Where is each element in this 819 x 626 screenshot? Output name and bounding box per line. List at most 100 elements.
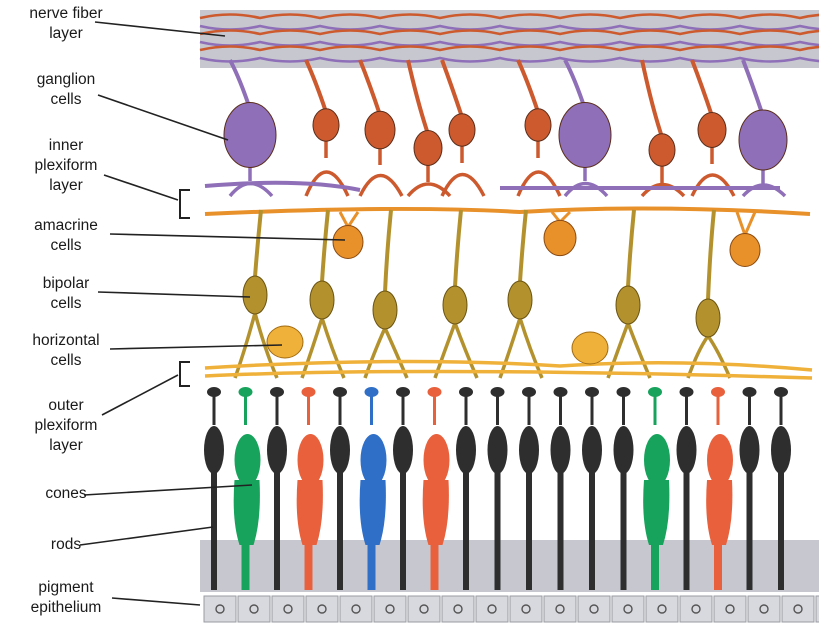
ganglion-soma: [525, 109, 551, 142]
bipolar-cells: [235, 210, 730, 378]
bipolar-soma: [443, 286, 467, 324]
label-inner-plexiform-layer: inner plexiform layer: [12, 136, 120, 196]
bipolar-axon: [255, 210, 261, 277]
inner-plexiform-bracket: [180, 190, 190, 218]
label-ganglion-cells: ganglion cells: [12, 70, 120, 110]
ganglion-dendrite: [360, 145, 402, 196]
bipolar-soma: [243, 276, 267, 314]
outer-plexiform-bracket: [180, 362, 190, 386]
rod-outer-segment: [589, 470, 595, 590]
horizontal-soma: [572, 332, 608, 364]
cone-cell-body: [235, 434, 261, 486]
cone-cell-body: [644, 434, 670, 486]
label-text: cells: [12, 90, 120, 110]
rod-outer-segment: [747, 470, 753, 590]
pigment-cell: [238, 596, 270, 622]
cone-outer-segment: [305, 545, 313, 590]
photoreceptor-terminal: [711, 387, 725, 397]
pigment-cell: [612, 596, 644, 622]
bipolar-axon: [322, 210, 328, 282]
leader-amacrine: [110, 234, 345, 240]
leader-pigment: [112, 598, 200, 605]
amacrine-soma: [333, 226, 363, 259]
bipolar-axon: [628, 210, 634, 287]
ganglion-axon: [360, 60, 380, 115]
photoreceptor-terminal: [459, 387, 473, 397]
rod-cell-body: [456, 426, 476, 474]
label-text: ganglion: [37, 71, 96, 88]
photoreceptor-terminal: [428, 387, 442, 397]
cone-inner-segment: [297, 480, 323, 545]
label-text: outer: [48, 397, 83, 414]
ganglion-soma: [559, 103, 611, 168]
photoreceptor-terminal: [491, 387, 505, 397]
photoreceptor-terminal: [207, 387, 221, 397]
photoreceptor-terminal: [680, 387, 694, 397]
bipolar-axon: [455, 210, 461, 287]
leader-horizontal: [110, 345, 282, 349]
cone-inner-segment: [643, 480, 669, 545]
ganglion-axon: [442, 60, 462, 117]
cone-outer-segment: [714, 545, 722, 590]
label-cones: cones: [12, 484, 120, 504]
bipolar-axon: [708, 210, 714, 300]
ganglion-soma: [224, 103, 276, 168]
horizontal-process: [205, 361, 812, 378]
rod-cell-body: [393, 426, 413, 474]
label-text: layer: [12, 24, 120, 44]
cone-cell-body: [424, 434, 450, 486]
ganglion-soma: [365, 111, 395, 149]
amacrine-soma: [544, 220, 576, 255]
rod-outer-segment: [495, 470, 501, 590]
photoreceptor-terminal: [522, 387, 536, 397]
bipolar-dendrite: [302, 318, 344, 378]
label-text: inner: [49, 137, 83, 154]
cone-inner-segment: [423, 480, 449, 545]
rod-outer-segment: [274, 470, 280, 590]
pigment-cell: [306, 596, 338, 622]
bipolar-soma: [373, 291, 397, 329]
rod-cell-body: [267, 426, 287, 474]
rod-cell-body: [204, 426, 224, 474]
pigment-cell: [408, 596, 440, 622]
ganglion-soma: [313, 109, 339, 142]
ganglion-dendrite: [642, 163, 684, 196]
bipolar-dendrite: [688, 336, 730, 378]
rod-cell-body: [771, 426, 791, 474]
bipolar-axon: [520, 210, 526, 282]
pigment-cell: [476, 596, 508, 622]
pigment-cell: [646, 596, 678, 622]
pigment-cell: [374, 596, 406, 622]
amacrine-soma: [730, 234, 760, 267]
cone-inner-segment: [234, 480, 260, 545]
cone-cell-body: [298, 434, 324, 486]
pigment-cell: [714, 596, 746, 622]
rod-cell-body: [330, 426, 350, 474]
label-pigment-epithelium: pigment epithelium: [12, 578, 120, 618]
outer-segment-band: [200, 540, 819, 592]
pigment-cell: [204, 596, 236, 622]
rod-cell-body: [488, 426, 508, 474]
photoreceptor-terminal: [743, 387, 757, 397]
ganglion-dendrite: [205, 183, 780, 190]
photoreceptor-terminal: [774, 387, 788, 397]
photoreceptor-terminal: [365, 387, 379, 397]
label-text: layer: [12, 176, 120, 196]
label-bipolar-cells: bipolar cells: [12, 274, 120, 314]
pigment-cell: [442, 596, 474, 622]
label-text: cells: [12, 294, 120, 314]
label-text: rods: [51, 536, 81, 553]
ganglion-soma: [698, 113, 726, 148]
photoreceptor-terminal: [648, 387, 662, 397]
ganglion-axon: [408, 60, 428, 134]
ganglion-axon: [692, 60, 712, 116]
photoreceptor-terminal: [239, 387, 253, 397]
rod-outer-segment: [526, 470, 532, 590]
ganglion-soma: [739, 110, 787, 170]
label-text: cones: [45, 485, 86, 502]
label-nerve-fiber-layer: nerve fiber layer: [12, 4, 120, 44]
cone-cell-body: [707, 434, 733, 486]
leader-bipolar: [98, 292, 250, 297]
pigment-cell: [748, 596, 780, 622]
